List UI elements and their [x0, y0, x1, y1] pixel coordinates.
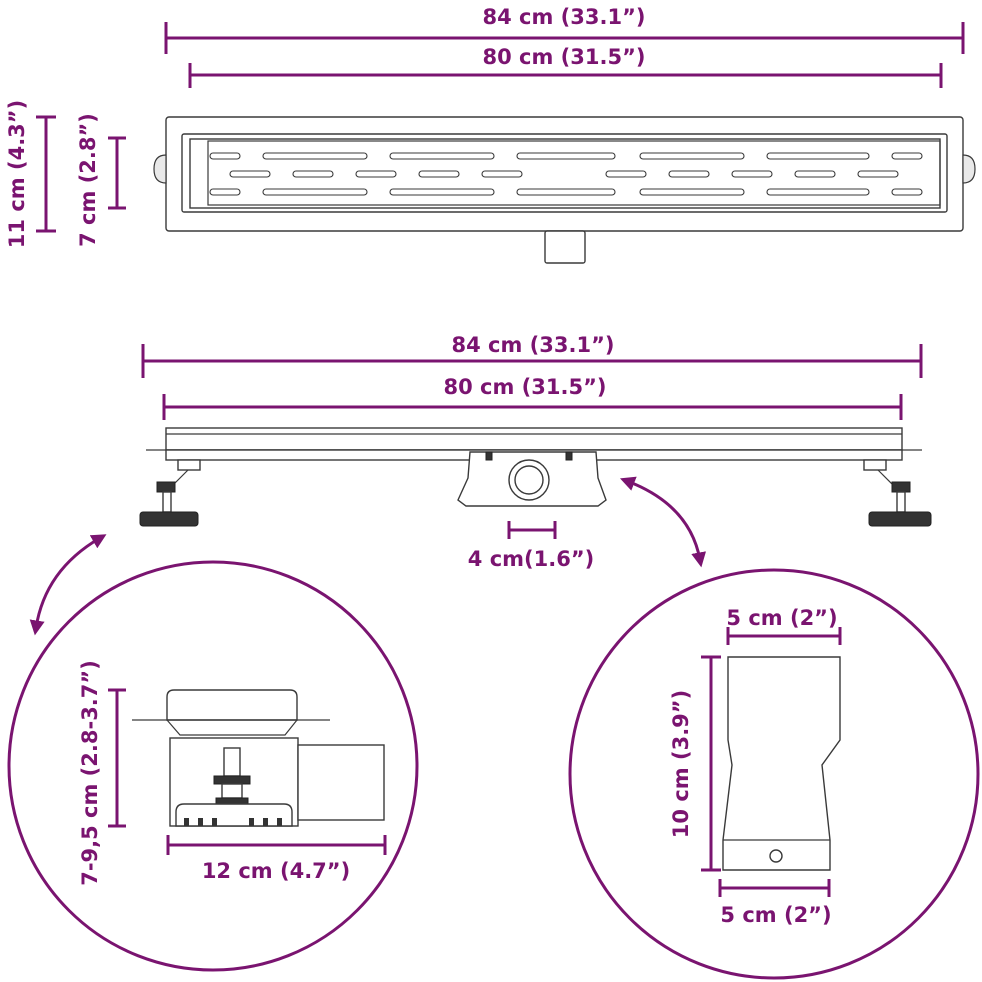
- top-outer-width-label: 11 cm (4.3”): [5, 100, 29, 248]
- drain-side-body: [139, 427, 932, 527]
- pipe-height-dimension: 10 cm (3.9”): [669, 655, 721, 872]
- side-inner-length-label: 80 cm (31.5”): [444, 375, 607, 399]
- top-outer-length-dimension: 84 cm (33.1”): [164, 5, 965, 54]
- side-outer-length-dimension: 84 cm (33.1”): [141, 333, 923, 378]
- side-inner-length-dimension: 80 cm (31.5”): [162, 375, 903, 420]
- height-range-label: 7-9,5 cm (2.8-3.7”): [78, 660, 102, 886]
- top-outer-length-label: 84 cm (33.1”): [483, 5, 646, 29]
- outlet-diameter-label: 4 cm(1.6”): [468, 547, 594, 571]
- top-inner-width-dimension: 7 cm (2.8”): [76, 113, 126, 247]
- side-view: 84 cm (33.1”) 80 cm (31.5”): [139, 333, 932, 571]
- pipe-bottom-width-label: 5 cm (2”): [720, 903, 831, 927]
- right-leveling-foot: [863, 459, 932, 527]
- top-inner-width-label: 7 cm (2.8”): [76, 113, 100, 247]
- cross-section-drawing: [132, 689, 385, 827]
- height-range-dimension: 7-9,5 cm (2.8-3.7”): [78, 660, 126, 886]
- drain-top-body: [153, 116, 976, 264]
- top-inner-length-label: 80 cm (31.5”): [483, 45, 646, 69]
- pipe-top-width-dimension: 5 cm (2”): [726, 606, 842, 645]
- outlet-pipe-drawing: [722, 656, 841, 871]
- right-detail-circle: 5 cm (2”) 10 cm (3.9”) 5 cm (2”): [568, 568, 980, 980]
- top-view: 84 cm (33.1”) 80 cm (31.5”) 11 cm (4.3”)…: [5, 5, 976, 264]
- pipe-height-label: 10 cm (3.9”): [669, 690, 693, 838]
- grate-slots: [209, 152, 923, 196]
- pipe-bottom-width-dimension: 5 cm (2”): [718, 879, 832, 927]
- pipe-top-width-label: 5 cm (2”): [726, 606, 837, 630]
- outlet-diameter-dimension: 4 cm(1.6”): [468, 521, 594, 571]
- cross-width-dimension: 12 cm (4.7”): [166, 835, 387, 883]
- left-leveling-foot: [139, 459, 201, 527]
- side-outer-length-label: 84 cm (33.1”): [452, 333, 615, 357]
- left-detail-arrow: [29, 534, 107, 636]
- right-detail-arrow: [619, 476, 707, 568]
- cross-width-label: 12 cm (4.7”): [202, 859, 350, 883]
- top-inner-length-dimension: 80 cm (31.5”): [188, 45, 943, 88]
- left-detail-circle: 7-9,5 cm (2.8-3.7”) 12 cm (4.7”): [7, 560, 419, 972]
- top-outer-width-dimension: 11 cm (4.3”): [5, 100, 56, 248]
